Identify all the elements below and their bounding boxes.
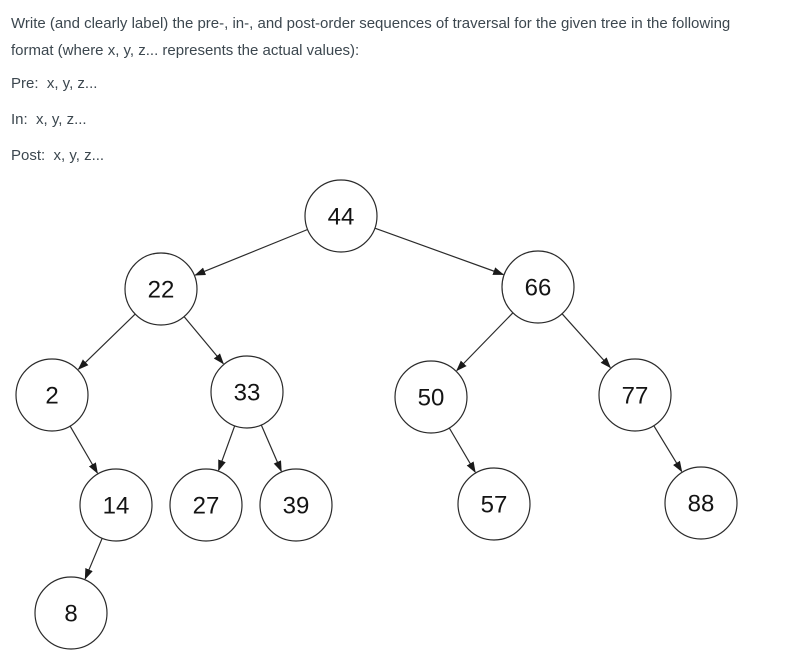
prompt-paragraph: Write (and clearly label) the pre-, in-,… <box>11 10 797 64</box>
node-value: 22 <box>148 276 175 303</box>
tree-edge-22-33 <box>183 316 224 365</box>
question-text: Write (and clearly label) the pre-, in-,… <box>11 10 797 179</box>
node-circle <box>15 358 89 432</box>
tree-edge-77-88 <box>653 425 683 473</box>
node-value: 88 <box>688 490 715 517</box>
node-value: 44 <box>328 203 355 230</box>
tree-node-33: 33 <box>210 355 284 429</box>
node-value: 33 <box>234 379 261 406</box>
node-circle <box>79 468 153 542</box>
node-value: 57 <box>481 491 508 518</box>
node-circle <box>169 468 243 542</box>
format-line-post: Post: x, y, z... <box>11 147 105 164</box>
node-circle <box>304 179 378 253</box>
tree-node-27: 27 <box>169 468 243 542</box>
format-line-pre: Pre: x, y, z... <box>11 75 98 92</box>
node-value: 2 <box>45 382 58 409</box>
node-value: 27 <box>193 492 220 519</box>
tree-node-8: 8 <box>34 576 108 650</box>
node-circle <box>457 467 531 541</box>
tree-edge-14-8 <box>84 537 103 580</box>
tree-node-22: 22 <box>124 252 198 326</box>
node-value: 50 <box>418 384 445 411</box>
node-circle <box>124 252 198 326</box>
tree-node-2: 2 <box>15 358 89 432</box>
node-circle <box>501 250 575 324</box>
tree-node-44: 44 <box>304 179 378 253</box>
tree-node-39: 39 <box>259 468 333 542</box>
tree-edge-22-2 <box>77 313 136 370</box>
tree-edges <box>69 227 683 580</box>
prompt-line-1: Write (and clearly label) the pre-, in-,… <box>11 15 731 32</box>
tree-node-66: 66 <box>501 250 575 324</box>
tree-edge-44-22 <box>194 228 308 276</box>
tree-edge-44-66 <box>374 227 505 276</box>
tree-edge-2-14 <box>69 425 98 474</box>
node-value: 8 <box>64 600 77 627</box>
node-circle <box>34 576 108 650</box>
tree-node-50: 50 <box>394 360 468 434</box>
node-value: 66 <box>525 274 552 301</box>
node-circle <box>664 466 738 540</box>
tree-edge-66-77 <box>561 313 611 369</box>
node-value: 77 <box>622 382 649 409</box>
node-value: 14 <box>103 492 130 519</box>
tree-node-14: 14 <box>79 468 153 542</box>
tree-node-88: 88 <box>664 466 738 540</box>
node-circle <box>210 355 284 429</box>
tree-edge-50-57 <box>448 427 476 473</box>
tree-edge-33-27 <box>218 425 236 472</box>
node-circle <box>259 468 333 542</box>
node-value: 39 <box>283 492 310 519</box>
tree-edge-66-50 <box>456 312 514 372</box>
tree-edge-33-39 <box>260 424 282 473</box>
format-line-in: In: x, y, z... <box>11 111 87 128</box>
node-circle <box>598 358 672 432</box>
tree-node-77: 77 <box>598 358 672 432</box>
tree-node-57: 57 <box>457 467 531 541</box>
node-circle <box>394 360 468 434</box>
prompt-line-2: format (where x, y, z... represents the … <box>11 42 360 59</box>
